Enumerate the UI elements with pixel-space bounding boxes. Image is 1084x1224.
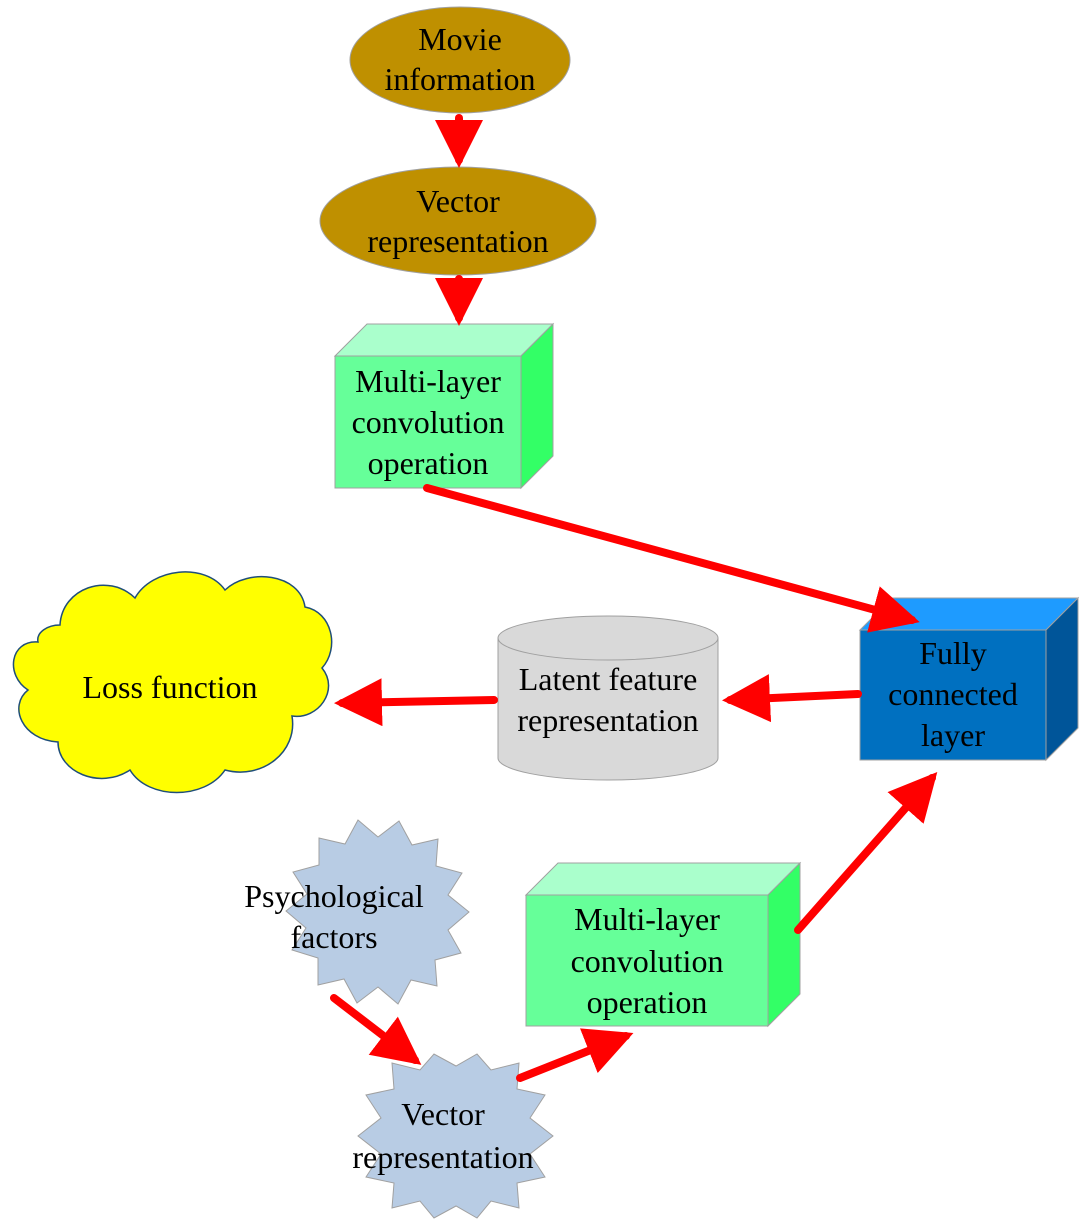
latent-feature-line-2: representation bbox=[517, 702, 698, 738]
arrow-conv-bottom-to-fully-connected bbox=[794, 771, 938, 934]
movie-information-line-2: information bbox=[384, 61, 535, 97]
connector-arrows bbox=[330, 114, 938, 1082]
fully-connected-cube-front-face bbox=[859, 629, 1047, 761]
conv-bottom-cube-top-face bbox=[524, 862, 802, 896]
latent-feature-cylinder-top bbox=[497, 615, 719, 661]
arrow-vector-bottom-to-conv-bottom bbox=[516, 1028, 634, 1082]
conv-top-line-3: operation bbox=[368, 445, 489, 481]
node-psychological-factors: Psychological factors bbox=[244, 819, 470, 1005]
conv-top-line-1: Multi-layer bbox=[355, 363, 501, 399]
loss-function-label: Loss function bbox=[82, 669, 257, 705]
movie-information-line-1: Movie bbox=[418, 21, 502, 57]
latent-feature-line-1: Latent feature bbox=[519, 661, 698, 697]
conv-top-cube-front-face bbox=[334, 355, 522, 489]
vector-representation-top-line-2: representation bbox=[367, 223, 548, 259]
psychological-factors-line-1: Psychological bbox=[244, 878, 424, 914]
conv-top-cube-top-face bbox=[333, 323, 555, 357]
arrow-fully-connected-to-latent bbox=[722, 674, 862, 723]
node-conv-bottom: Multi-layer convolution operation bbox=[524, 861, 802, 1028]
arrow-psychological-to-vector-bottom bbox=[330, 994, 422, 1065]
vector-representation-bottom-line-2: representation bbox=[352, 1139, 533, 1175]
node-fully-connected: Fully connected layer bbox=[858, 596, 1080, 762]
conv-bottom-line-2: convolution bbox=[571, 943, 724, 979]
arrow-conv-top-to-fully-connected bbox=[423, 484, 920, 633]
psychological-factors-line-2: factors bbox=[290, 919, 377, 955]
fully-connected-line-3: layer bbox=[921, 717, 985, 753]
node-loss-function: Loss function bbox=[12, 571, 333, 794]
vector-representation-top-line-1: Vector bbox=[416, 183, 500, 219]
conv-top-line-2: convolution bbox=[352, 404, 505, 440]
vector-representation-bottom-line-1: Vector bbox=[401, 1096, 485, 1132]
movie-information-ellipse bbox=[349, 6, 571, 114]
vector-representation-bottom-star-shape bbox=[357, 1053, 554, 1219]
psychological-factors-star-shape bbox=[285, 819, 470, 1005]
node-vector-representation-bottom: Vector representation bbox=[352, 1053, 554, 1219]
fully-connected-line-2: connected bbox=[888, 676, 1018, 712]
arrow-latent-to-loss bbox=[334, 678, 498, 727]
node-latent-feature: Latent feature representation bbox=[497, 615, 719, 781]
loss-function-cloud-shape bbox=[12, 571, 333, 794]
node-conv-top: Multi-layer convolution operation bbox=[333, 322, 555, 490]
fully-connected-line-1: Fully bbox=[919, 635, 987, 671]
node-vector-representation-top: Vector representation bbox=[319, 166, 597, 276]
conv-bottom-line-1: Multi-layer bbox=[574, 901, 720, 937]
latent-feature-cylinder-body bbox=[497, 637, 719, 781]
conv-bottom-line-3: operation bbox=[587, 984, 708, 1020]
conv-bottom-cube-front-face bbox=[525, 894, 769, 1027]
node-movie-information: Movie information bbox=[349, 6, 571, 114]
